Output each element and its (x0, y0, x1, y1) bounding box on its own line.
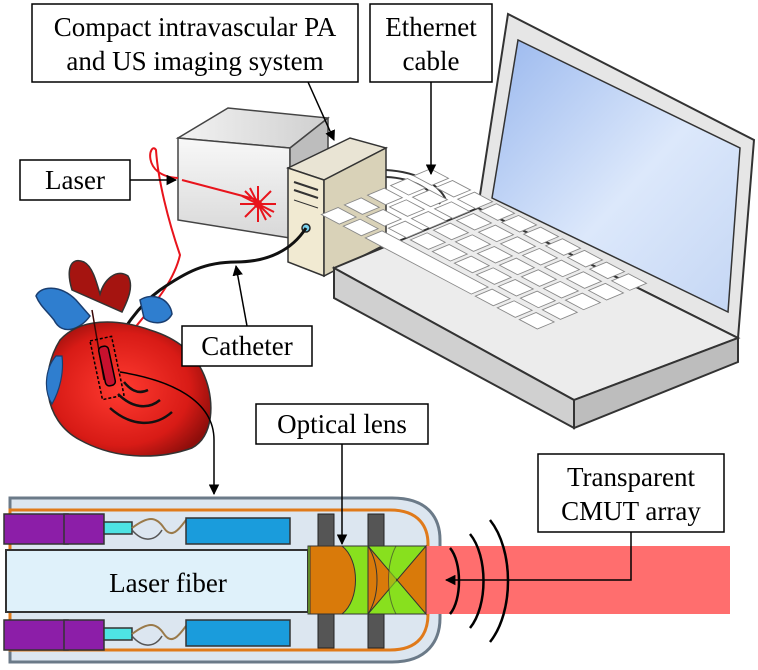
cmut-label-line1: Transparent (567, 462, 695, 492)
optical-lens (307, 545, 369, 615)
laser-label: Laser (45, 165, 105, 195)
ethernet-label-line2: cable (403, 46, 460, 76)
cmut-label-box (537, 453, 725, 533)
ultrasound-waves-icon (109, 381, 173, 425)
laser-fiber (5, 549, 309, 613)
acoustic-waves-icon (448, 519, 510, 643)
system-label-line1: Compact intravascular PA (54, 12, 337, 42)
optical-lens-label: Optical lens (277, 409, 407, 439)
vessel (35, 287, 91, 331)
laptop-keyboard (320, 168, 648, 330)
ethernet-label-line1: Ethernet (385, 12, 477, 42)
catheter-label: Catheter (201, 331, 292, 361)
system-label-line2: and US imaging system (66, 46, 323, 76)
cmut-array (367, 544, 427, 616)
laptop-icon (320, 12, 756, 430)
catheter-cable (110, 227, 308, 353)
catheter-probe-icon (3, 496, 730, 664)
ethernet-label-box (369, 3, 493, 83)
heart-icon (35, 259, 212, 457)
optical-lens-label-box (255, 403, 429, 445)
system-label-box (31, 3, 359, 83)
laser-label-box (19, 159, 131, 201)
cmut-label-line2: CMUT array (561, 496, 701, 526)
laser-fiber-label: Laser fiber (109, 568, 227, 598)
